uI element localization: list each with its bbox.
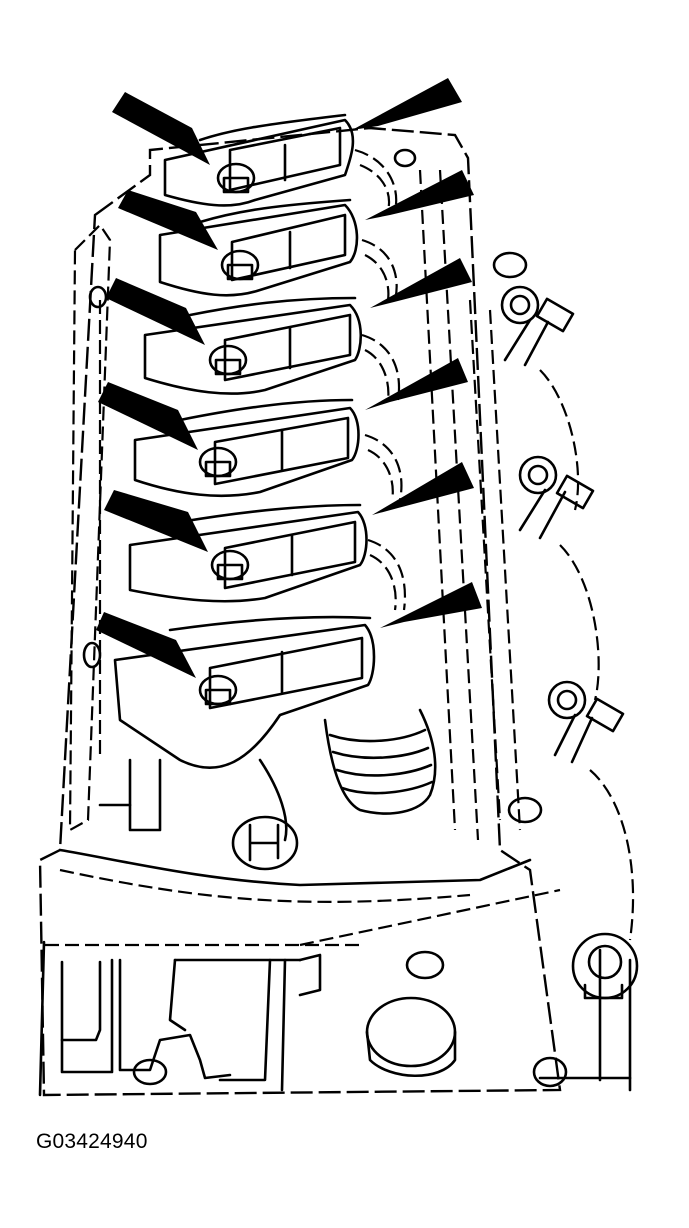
spark-plugs xyxy=(82,148,635,941)
lower-casting xyxy=(60,888,632,1092)
rocker-arm-6 xyxy=(113,615,376,770)
rocker-arm-4 xyxy=(133,398,360,498)
arrow-left-5 xyxy=(104,490,208,552)
rocker-arm-1 xyxy=(163,113,355,207)
head-outline xyxy=(38,126,562,1097)
head-bolt xyxy=(231,815,299,871)
arrow-right-2 xyxy=(365,170,474,220)
arrow-left-2 xyxy=(118,190,218,250)
arrow-right-4 xyxy=(365,358,468,410)
hex-nut xyxy=(571,932,639,1000)
callout-arrows xyxy=(96,78,482,678)
rocker-arms xyxy=(113,113,376,770)
figure-caption: G03424940 xyxy=(36,1130,148,1153)
arrow-right-6 xyxy=(380,582,482,628)
arrow-left-3 xyxy=(106,278,205,345)
arrow-right-1 xyxy=(352,78,462,130)
arrow-left-4 xyxy=(98,382,198,450)
valve-springs xyxy=(258,148,437,842)
arrow-left-6 xyxy=(96,612,196,678)
bracket xyxy=(98,758,162,832)
rocker-arm-2 xyxy=(158,198,359,297)
arrow-right-3 xyxy=(370,258,472,308)
rocker-arm-5 xyxy=(128,503,368,603)
arrow-right-5 xyxy=(372,462,474,515)
arrow-left-1 xyxy=(112,92,210,165)
rocker-arm-3 xyxy=(143,296,363,395)
